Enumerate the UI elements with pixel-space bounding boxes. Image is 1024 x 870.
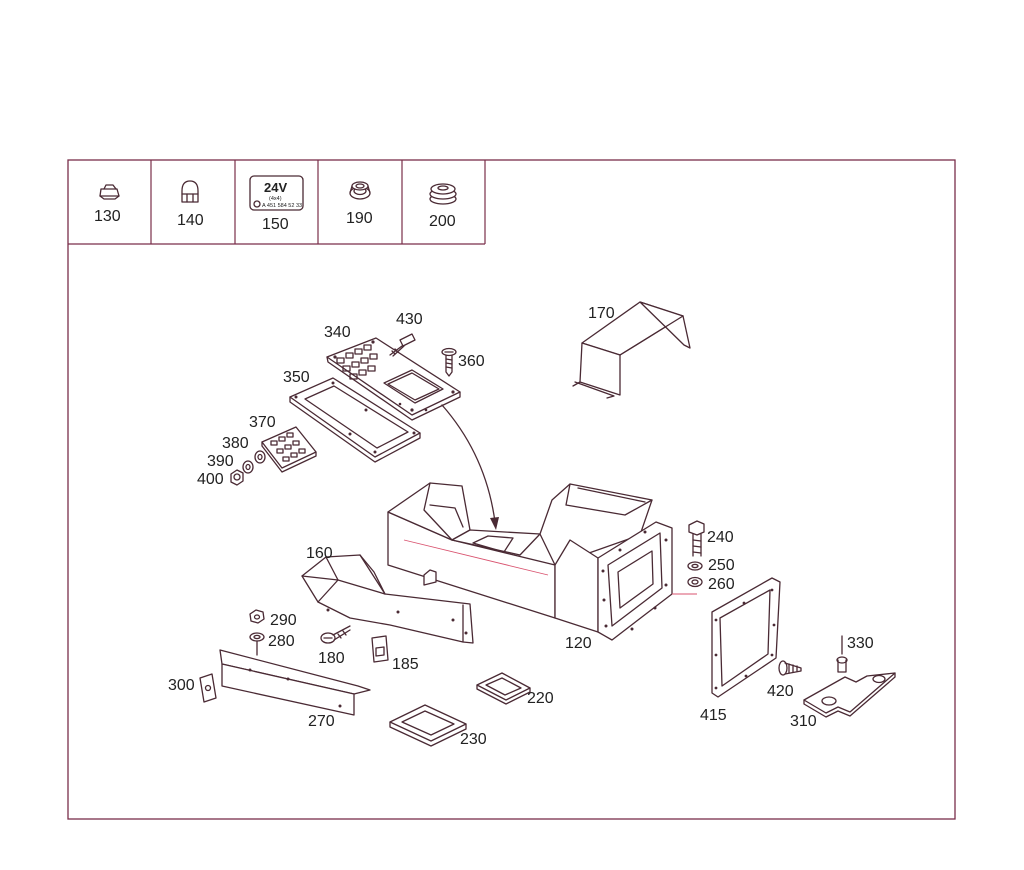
- diagram-frame: [67, 159, 956, 820]
- legend-label-190: 190: [346, 210, 373, 227]
- part-310-plate: [803, 672, 896, 718]
- callout-240: 240: [707, 529, 734, 546]
- grommet-icon: [349, 181, 371, 200]
- part-370-switch-panel: [261, 426, 317, 473]
- part-400-nut: [230, 469, 244, 486]
- legend-label-150: 150: [262, 216, 289, 233]
- part-240-bolt: [688, 520, 705, 557]
- callout-340: 340: [324, 324, 351, 341]
- part-340-switch-plate: [326, 337, 461, 421]
- part-390-washer: [242, 460, 254, 474]
- part-420-screw: [778, 660, 802, 676]
- part-360-screw: [441, 347, 457, 377]
- assembly-arrow: [441, 404, 499, 530]
- part-180-screw: [320, 625, 351, 644]
- part-415-gasket: [711, 577, 781, 698]
- callout-380: 380: [222, 435, 249, 452]
- callout-360: 360: [458, 353, 485, 370]
- part-280-washer: [249, 632, 265, 656]
- clip-nut-icon: [99, 184, 120, 200]
- callout-220: 220: [527, 690, 554, 707]
- part-330-pin: [836, 635, 848, 673]
- part-270-rail: [219, 649, 371, 716]
- callout-185: 185: [392, 656, 419, 673]
- part-380-washer: [254, 450, 266, 464]
- part-290-nut: [249, 609, 265, 624]
- callout-420: 420: [767, 683, 794, 700]
- legend-label-200: 200: [429, 213, 456, 230]
- callout-300: 300: [168, 677, 195, 694]
- legend-label-130: 130: [94, 208, 121, 225]
- cap-nut-icon: [181, 180, 199, 203]
- decal-part-number: A 451 584 52 33: [262, 203, 302, 209]
- part-220-seal: [476, 672, 531, 705]
- part-120-center-console: [387, 482, 673, 641]
- callout-430: 430: [396, 311, 423, 328]
- voltage-label-icon: 24V (4x4) A 451 584 52 33: [249, 175, 304, 211]
- callout-350: 350: [283, 369, 310, 386]
- callout-390: 390: [207, 453, 234, 470]
- callout-250: 250: [708, 557, 735, 574]
- callout-400: 400: [197, 471, 224, 488]
- part-300-bracket: [199, 673, 217, 703]
- part-430-screw: [389, 333, 416, 357]
- callout-270: 270: [308, 713, 335, 730]
- part-250-washer: [687, 561, 703, 571]
- callout-310: 310: [790, 713, 817, 730]
- callout-120: 120: [565, 635, 592, 652]
- part-260-nut: [672, 576, 703, 595]
- legend-label-140: 140: [177, 212, 204, 229]
- bellows-grommet-icon: [429, 183, 457, 205]
- callout-160: 160: [306, 545, 333, 562]
- part-185-clip: [371, 635, 389, 663]
- part-170-cover: [572, 301, 691, 399]
- callout-280: 280: [268, 633, 295, 650]
- callout-290: 290: [270, 612, 297, 629]
- callout-415: 415: [700, 707, 727, 724]
- callout-180: 180: [318, 650, 345, 667]
- decal-sub: (4x4): [269, 196, 282, 202]
- legend-grid: [68, 160, 486, 245]
- callout-170: 170: [588, 305, 615, 322]
- part-350-gasket: [289, 377, 421, 463]
- decal-voltage: 24V: [264, 180, 287, 195]
- callout-230: 230: [460, 731, 487, 748]
- part-230-seal: [389, 704, 467, 747]
- callout-370: 370: [249, 414, 276, 431]
- part-160-air-duct: [301, 554, 474, 644]
- callout-260: 260: [708, 576, 735, 593]
- callout-330: 330: [847, 635, 874, 652]
